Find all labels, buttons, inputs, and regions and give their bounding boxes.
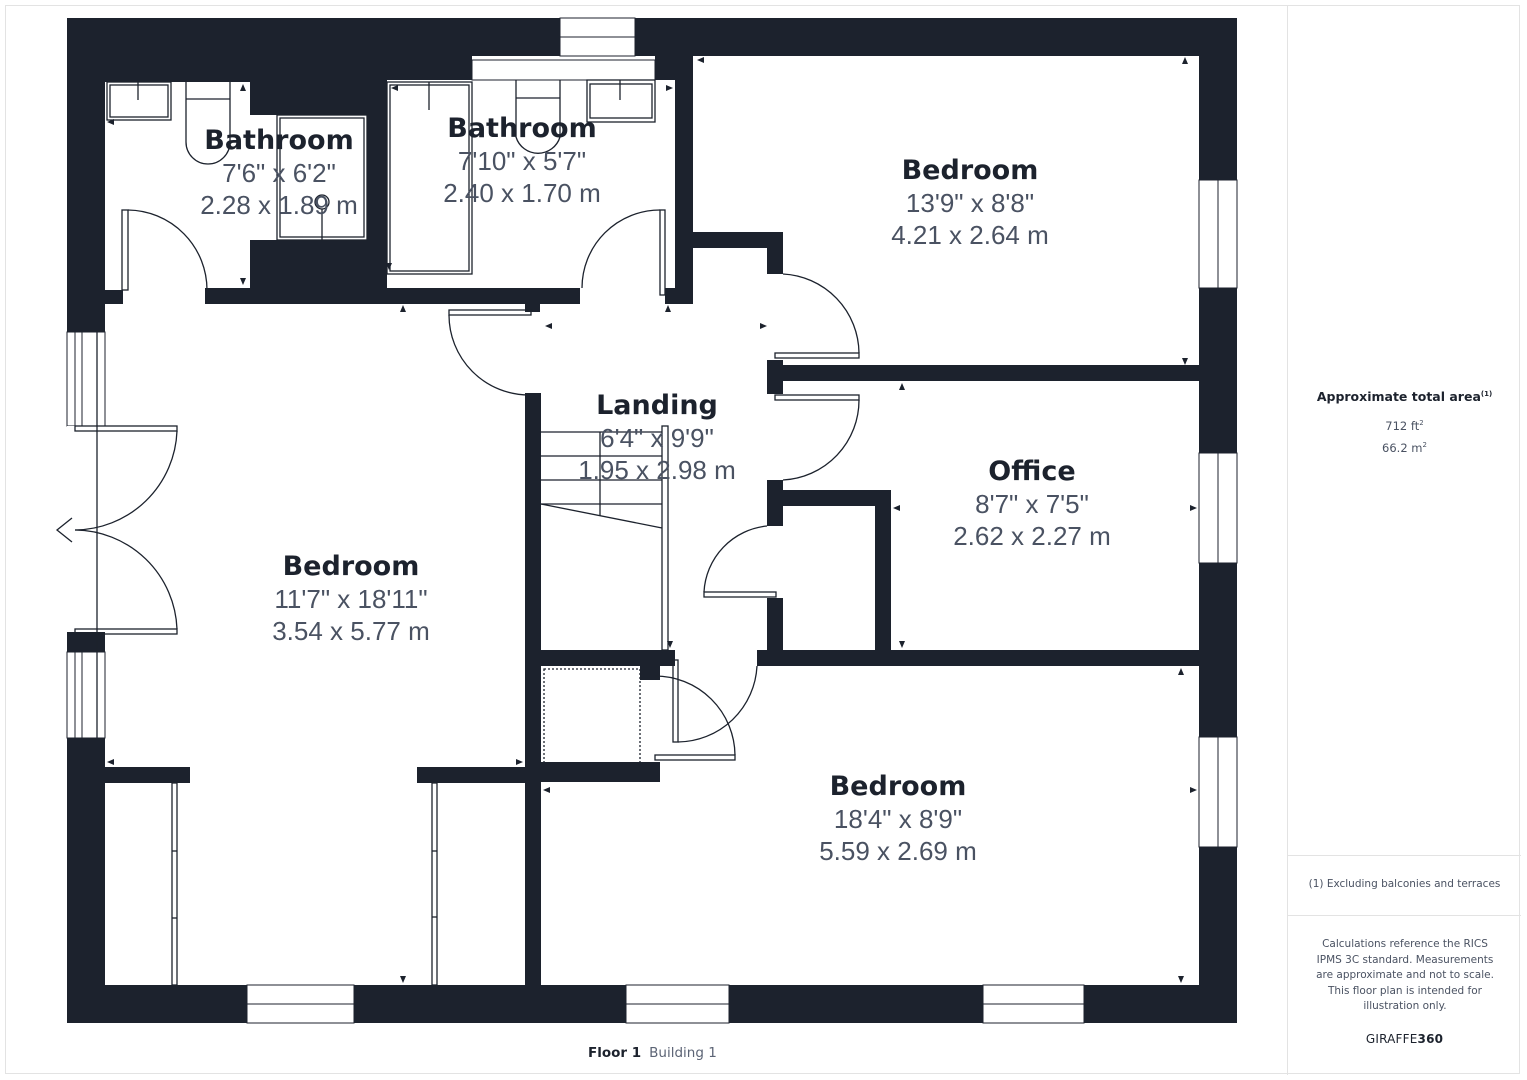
area-imperial: 712 ft2	[1288, 419, 1521, 433]
disclaimer: Calculations reference the RICS IPMS 3C …	[1316, 938, 1494, 1012]
fixtures	[55, 79, 860, 986]
divider	[1288, 915, 1521, 916]
brand-logo: GIRAFFE360	[1288, 1032, 1521, 1046]
building-label: Building 1	[649, 1045, 717, 1061]
page-frame	[5, 5, 1520, 1074]
area-metric: 66.2 m2	[1288, 441, 1521, 455]
area-m-value: 66.2 m	[1382, 441, 1423, 455]
footnote: (1) Excluding balconies and terraces	[1308, 878, 1501, 890]
walls	[67, 18, 1237, 1023]
footnote-marker: (1)	[1480, 389, 1493, 398]
area-title: Approximate total area(1)	[1288, 389, 1521, 404]
brand-text-bold: 360	[1417, 1032, 1444, 1046]
floor-caption: Floor 1 Building 1	[588, 1045, 717, 1061]
floor-plan	[55, 17, 1238, 1024]
info-sidebar: Approximate total area(1) 712 ft2 66.2 m…	[1287, 5, 1521, 1075]
brand-text: GIRAFFE	[1365, 1032, 1418, 1046]
unit-superscript: 2	[1422, 441, 1427, 450]
windows	[66, 17, 1238, 1024]
floor-label: Floor 1	[588, 1045, 642, 1061]
area-ft-value: 712 ft	[1385, 419, 1420, 433]
unit-superscript: 2	[1419, 419, 1424, 428]
dimension-arrows	[107, 57, 1197, 983]
area-title-text: Approximate total area	[1316, 389, 1481, 404]
divider	[1288, 855, 1521, 856]
